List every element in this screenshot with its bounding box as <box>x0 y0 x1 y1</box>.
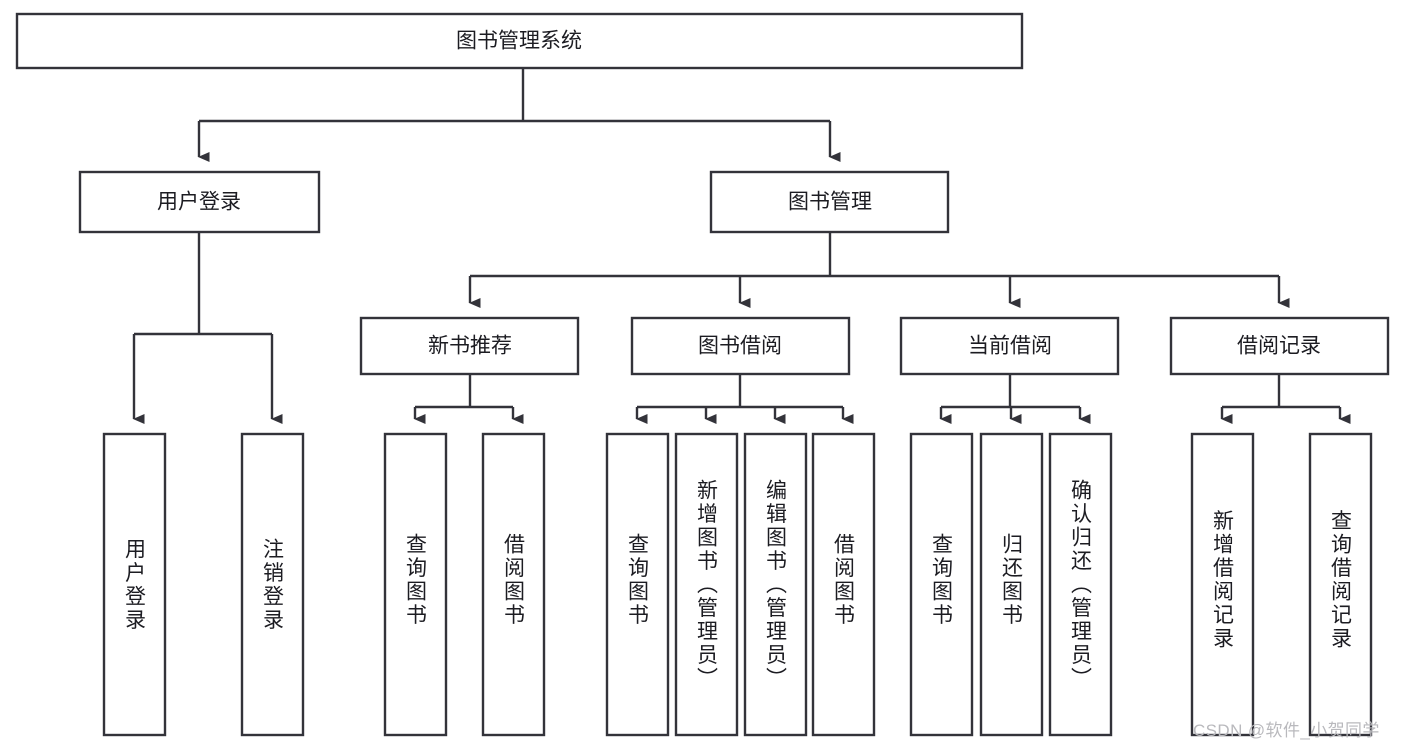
node-new-book-recommend[interactable]: 新书推荐 <box>359 316 580 376</box>
connector-group-book-borrow <box>635 374 854 424</box>
node-leaf-borrow-book-recommend-label: 借阅图书 <box>502 533 526 627</box>
node-leaf-logout-login[interactable]: 注销登录 <box>240 432 305 737</box>
node-leaf-query-book-borrow-box <box>605 432 670 737</box>
node-leaf-query-book-current[interactable]: 查询图书 <box>909 432 974 737</box>
node-current-borrow-box <box>899 316 1120 376</box>
connector-group-user-login <box>132 232 283 424</box>
node-user-login[interactable]: 用户登录 <box>78 170 321 234</box>
node-leaf-query-book-borrow[interactable]: 查询图书 <box>605 432 670 737</box>
node-leaf-return-book[interactable]: 归还图书 <box>979 432 1044 737</box>
node-leaf-borrow-book-label: 借阅图书 <box>832 533 856 627</box>
connector-group-borrow-record <box>1220 374 1351 424</box>
node-leaf-query-book-current-box <box>909 432 974 737</box>
node-new-book-recommend-label: 新书推荐 <box>428 335 512 358</box>
node-leaf-return-book-label: 归还图书 <box>1000 533 1024 627</box>
node-leaf-borrow-book-box <box>811 432 876 737</box>
node-leaf-add-borrow-record-label: 新增借阅记录 <box>1211 510 1235 651</box>
node-book-manage-box <box>709 170 950 234</box>
node-leaf-add-book-admin-label: 新增图书（管理员） <box>695 479 719 691</box>
node-leaf-query-borrow-record-label: 查询借阅记录 <box>1329 510 1353 651</box>
node-leaf-user-login-label: 用户登录 <box>123 538 147 632</box>
node-borrow-record[interactable]: 借阅记录 <box>1169 316 1390 376</box>
node-leaf-confirm-return-admin-box <box>1048 432 1113 737</box>
node-leaf-add-book-admin-box <box>674 432 739 737</box>
node-user-login-label: 用户登录 <box>157 191 241 214</box>
node-current-borrow-label: 当前借阅 <box>968 335 1052 358</box>
connector-group-root <box>197 68 841 162</box>
node-leaf-borrow-book[interactable]: 借阅图书 <box>811 432 876 737</box>
node-user-login-box <box>78 170 321 234</box>
node-root-box <box>15 12 1024 70</box>
node-leaf-return-book-box <box>979 432 1044 737</box>
node-leaf-user-login[interactable]: 用户登录 <box>102 432 167 737</box>
connector-group-current-borrow <box>939 374 1091 424</box>
node-leaf-add-borrow-record-box <box>1190 432 1255 737</box>
node-leaf-borrow-book-recommend-box <box>481 432 546 737</box>
node-leaf-edit-book-admin[interactable]: 编辑图书（管理员） <box>743 432 808 737</box>
node-book-manage[interactable]: 图书管理 <box>709 170 950 234</box>
node-root[interactable]: 图书管理系统 <box>15 12 1024 70</box>
node-leaf-confirm-return-admin[interactable]: 确认归还（管理员） <box>1048 432 1113 737</box>
node-leaf-query-borrow-record-box <box>1308 432 1373 737</box>
node-leaf-query-book-current-label: 查询图书 <box>930 533 954 627</box>
connector-group-new-book-recommend <box>413 374 524 424</box>
node-leaf-query-book-borrow-label: 查询图书 <box>626 533 650 627</box>
node-leaf-edit-book-admin-box <box>743 432 808 737</box>
connector-group-book-manage <box>468 232 1290 308</box>
node-book-borrow-box <box>630 316 851 376</box>
node-leaf-add-book-admin[interactable]: 新增图书（管理员） <box>674 432 739 737</box>
node-leaf-query-borrow-record[interactable]: 查询借阅记录 <box>1308 432 1373 737</box>
node-leaf-query-book-recommend-box <box>383 432 448 737</box>
node-leaf-logout-login-label: 注销登录 <box>261 538 285 632</box>
node-leaf-logout-login-box <box>240 432 305 737</box>
node-leaf-edit-book-admin-label: 编辑图书（管理员） <box>764 479 788 691</box>
node-book-borrow[interactable]: 图书借阅 <box>630 316 851 376</box>
node-leaf-query-book-recommend-label: 查询图书 <box>404 533 428 627</box>
node-leaf-confirm-return-admin-label: 确认归还（管理员） <box>1069 479 1093 691</box>
node-leaf-borrow-book-recommend[interactable]: 借阅图书 <box>481 432 546 737</box>
node-root-label: 图书管理系统 <box>456 30 582 53</box>
node-current-borrow[interactable]: 当前借阅 <box>899 316 1120 376</box>
node-borrow-record-box <box>1169 316 1390 376</box>
node-leaf-add-borrow-record[interactable]: 新增借阅记录 <box>1190 432 1255 737</box>
node-leaf-user-login-box <box>102 432 167 737</box>
node-book-manage-label: 图书管理 <box>788 191 872 214</box>
node-leaf-query-book-recommend[interactable]: 查询图书 <box>383 432 448 737</box>
node-book-borrow-label: 图书借阅 <box>698 335 782 358</box>
node-borrow-record-label: 借阅记录 <box>1237 335 1321 358</box>
node-new-book-recommend-box <box>359 316 580 376</box>
